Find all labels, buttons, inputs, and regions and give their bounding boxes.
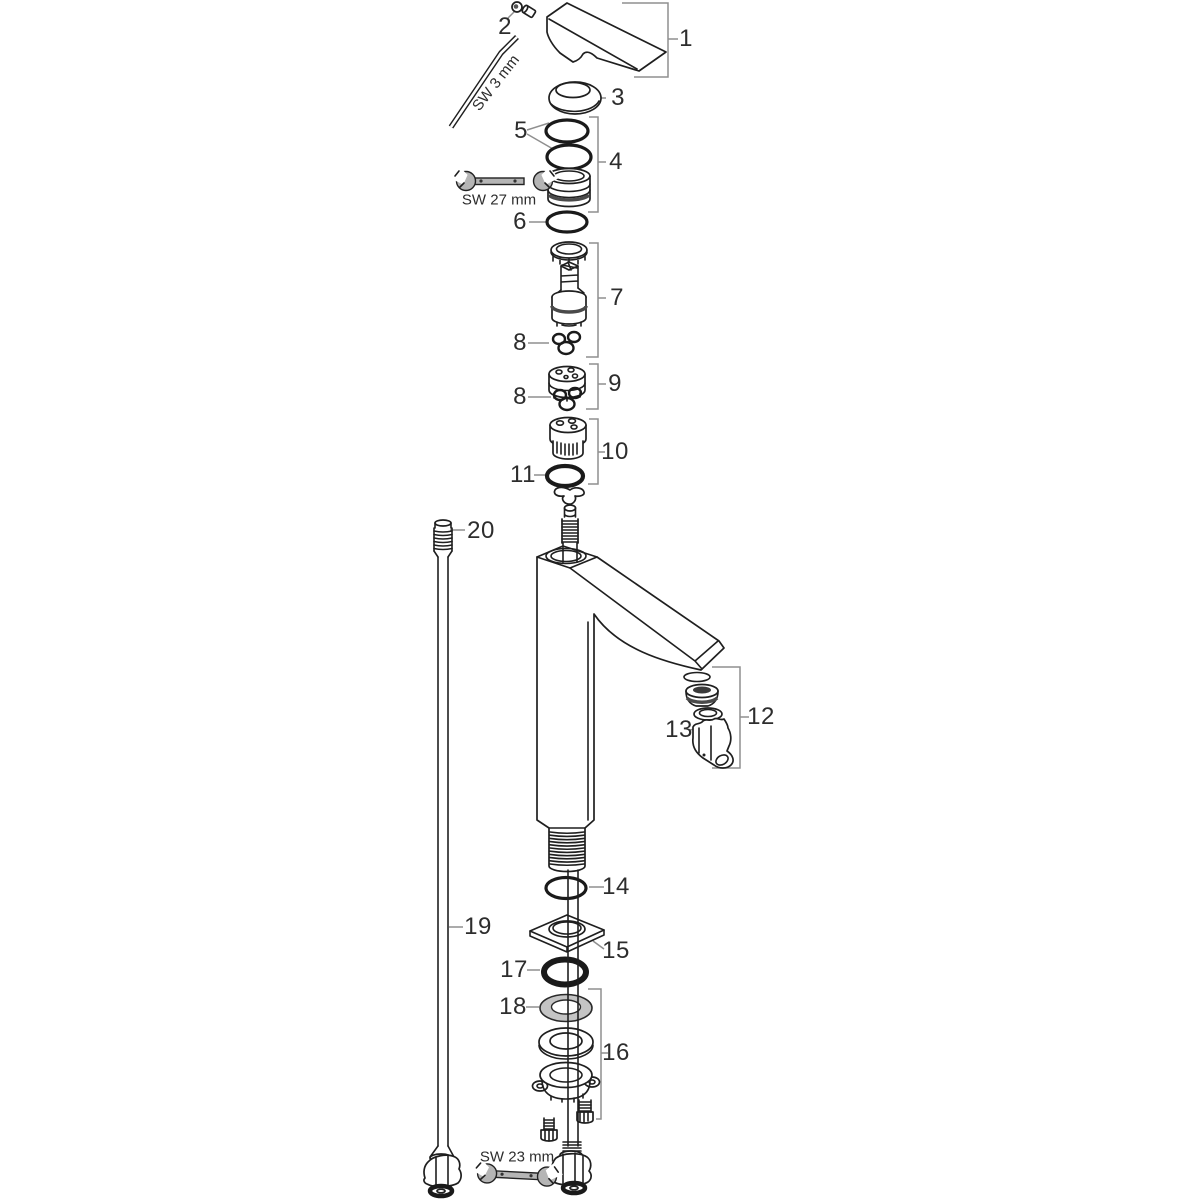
callout-16: 16 (602, 1039, 630, 1066)
flow-regulator-art (549, 416, 587, 460)
callout-2: 2 (498, 13, 512, 40)
handle-art (546, 2, 667, 72)
hose-art (423, 519, 462, 1199)
callout-4: 4 (609, 148, 623, 175)
mounting-rod-art (567, 869, 579, 1147)
callout-10: 10 (601, 438, 629, 465)
callout-15: 15 (602, 937, 630, 964)
o-ring-pair-art (544, 118, 593, 171)
callout-6: 6 (513, 208, 527, 235)
callout-13: 13 (665, 716, 693, 743)
callout-17: 17 (500, 956, 528, 983)
callout-8a: 8 (513, 329, 527, 356)
callout-9: 9 (608, 370, 622, 397)
seal-set-lower-art (552, 386, 583, 412)
callout-8b: 8 (513, 383, 527, 410)
callout-3: 3 (611, 84, 625, 111)
aerator-insert-art (683, 671, 734, 769)
callout-20: 20 (467, 517, 495, 544)
callout-7: 7 (610, 284, 624, 311)
callout-12: 12 (747, 703, 775, 730)
leader-lines (449, 2, 749, 1120)
o-ring-6-art (545, 210, 589, 234)
threaded-pin-art (561, 504, 579, 563)
callout-14: 14 (602, 873, 630, 900)
aerator-housing-art (547, 167, 591, 208)
cartridge-art (550, 241, 588, 327)
collar-art (548, 81, 602, 115)
allen-key-art (448, 35, 519, 129)
wrench-27-art (450, 167, 559, 192)
seal-set-upper-art (551, 330, 582, 356)
callout-19: 19 (464, 913, 492, 940)
rod-connector-art (550, 1141, 592, 1196)
callout-11: 11 (510, 461, 536, 488)
wrench-23-size-label: SW 23 mm (479, 1148, 555, 1166)
star-clip-art (553, 486, 585, 505)
wrench-23-art (471, 1159, 563, 1187)
callout-5: 5 (514, 117, 528, 144)
escutcheon-art (529, 914, 605, 953)
washer-gray-art (539, 993, 593, 1023)
faucet-body-art (536, 545, 725, 873)
valve-disc-art (548, 365, 586, 402)
o-ring-17-art (541, 956, 589, 988)
mounting-set-art (531, 1027, 601, 1142)
grub-screw-art (511, 1, 537, 19)
o-ring-14-art (544, 875, 588, 901)
callout-1: 1 (679, 25, 693, 52)
callout-18: 18 (499, 993, 527, 1020)
wrench-27-size-label: SW 27 mm (461, 191, 537, 209)
o-ring-11-art (544, 463, 586, 489)
